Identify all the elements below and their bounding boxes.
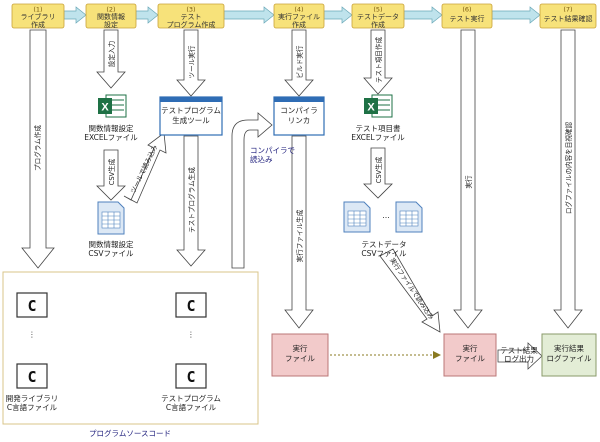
arrow-csv-gen-1: CSV生成	[96, 149, 126, 201]
csv-icon	[343, 201, 371, 233]
svg-text:X: X	[101, 102, 109, 114]
svg-text:(5): (5)	[373, 6, 382, 14]
arrow-csv-gen-2: CSV生成	[363, 147, 393, 199]
result-log-file: 実行結果ログファイル	[541, 333, 597, 377]
svg-text:実行ファイル: 実行ファイル	[285, 343, 315, 363]
arrow-exe-load: 実行ファイルで読み込み	[379, 248, 441, 333]
svg-text:設定入力: 設定入力	[107, 41, 116, 67]
arrow-setting-input: 設定入力	[96, 29, 126, 89]
svg-text:C: C	[27, 297, 36, 315]
svg-text:ログファイルの内容を目視確認: ログファイルの内容を目視確認	[564, 121, 573, 214]
svg-text:テストプログラム生成ツール: テストプログラム生成ツール	[161, 105, 221, 125]
arrow-tool-run: ツール実行	[176, 29, 206, 97]
arrow-test-item-create: テスト項目作成	[363, 29, 393, 95]
svg-text:テスト結果確認: テスト結果確認	[544, 14, 593, 23]
svg-text:プログラムソースコード: プログラムソースコード	[89, 428, 171, 438]
svg-text:関数情報設定: 関数情報設定	[97, 12, 125, 29]
exe-file-1: 実行ファイル	[271, 333, 329, 377]
step-chain-arrows	[63, 6, 541, 24]
svg-text:コンパイラで読込み: コンパイラで読込み	[250, 146, 295, 164]
svg-text:実行: 実行	[464, 175, 473, 189]
svg-text:テストデータ作成: テストデータ作成	[357, 12, 399, 29]
test-program-generator-tool: テストプログラム生成ツール	[159, 96, 223, 136]
svg-text:(1): (1)	[33, 6, 42, 14]
svg-text:プログラム作成: プログラム作成	[33, 125, 42, 171]
excel-icon: X	[364, 94, 393, 118]
compiler-linker-box: コンパイラリンカ	[273, 96, 325, 136]
step-4: (4) 実行ファイル作成	[273, 3, 325, 29]
svg-text:(6): (6)	[462, 6, 471, 14]
svg-text:テストプログラム生成: テストプログラム生成	[187, 167, 196, 233]
c-file-icon: C	[16, 363, 48, 389]
svg-text:ツール実行: ツール実行	[187, 45, 196, 78]
svg-text:実行ファイル生成: 実行ファイル生成	[295, 209, 304, 262]
svg-text:⋮: ⋮	[187, 330, 195, 339]
csv-icon	[97, 201, 125, 235]
c-file-icon: C	[175, 292, 207, 318]
arrow-exe-gen: 実行ファイル生成	[284, 135, 314, 329]
step-5: (5) テストデータ作成	[351, 3, 405, 29]
svg-text:(2): (2)	[106, 6, 115, 14]
step-6: (6) テスト実行	[441, 3, 493, 29]
svg-text:(4): (4)	[294, 6, 303, 14]
c-file-icon: C	[175, 363, 207, 389]
arrow-test-program-gen: テストプログラム生成	[176, 135, 206, 267]
arrow-program-create: プログラム作成	[21, 29, 55, 269]
svg-text:コンパイラリンカ: コンパイラリンカ	[280, 106, 318, 125]
svg-text:実行結果ログファイル: 実行結果ログファイル	[547, 343, 592, 363]
svg-text:ライブラリ作成: ライブラリ作成	[21, 12, 56, 29]
svg-text:C: C	[186, 368, 195, 386]
svg-text:CSV生成: CSV生成	[107, 158, 116, 185]
svg-text:テストプログラム作成: テストプログラム作成	[167, 13, 216, 29]
arrow-test-result-log: テスト結果ログ出力	[497, 342, 543, 370]
svg-text:X: X	[367, 102, 375, 114]
arrow-compiler-load: コンパイラで読込み	[231, 112, 295, 269]
svg-text:テスト実行: テスト実行	[450, 14, 485, 23]
step-7: (7) テスト結果確認	[539, 3, 597, 29]
csv-icon	[395, 201, 423, 233]
arrow-tool-load: ツールで読み込み	[123, 132, 167, 204]
c-file-icon: C	[16, 292, 48, 318]
arrow-build-run: ビルド実行	[284, 29, 314, 97]
svg-text:(7): (7)	[563, 6, 572, 14]
exe-file-2: 実行ファイル	[443, 333, 497, 377]
svg-text:ビルド実行: ビルド実行	[295, 45, 304, 78]
excel-icon: X	[98, 94, 127, 118]
step-3: (3) テストプログラム作成	[157, 3, 225, 29]
svg-text:C: C	[27, 368, 36, 386]
svg-text:(3): (3)	[186, 6, 195, 14]
svg-text:実行ファイル: 実行ファイル	[455, 343, 485, 363]
svg-text:C: C	[186, 297, 195, 315]
step-1: (1) ライブラリ作成	[11, 3, 65, 29]
arrow-log-check: ログファイルの内容を目視確認	[553, 29, 583, 329]
svg-text:テスト項目作成: テスト項目作成	[374, 37, 383, 84]
step-2: (2) 関数情報設定	[85, 3, 137, 29]
svg-text:⋮: ⋮	[28, 330, 36, 339]
svg-text:テスト結果ログ出力: テスト結果ログ出力	[500, 345, 538, 364]
svg-text:…: …	[382, 211, 390, 220]
svg-text:実行ファイルで読み込み: 実行ファイルで読み込み	[388, 256, 436, 322]
svg-text:CSV生成: CSV生成	[374, 156, 383, 183]
arrow-exec: 実行	[453, 29, 483, 329]
svg-text:実行ファイル作成: 実行ファイル作成	[278, 12, 320, 29]
